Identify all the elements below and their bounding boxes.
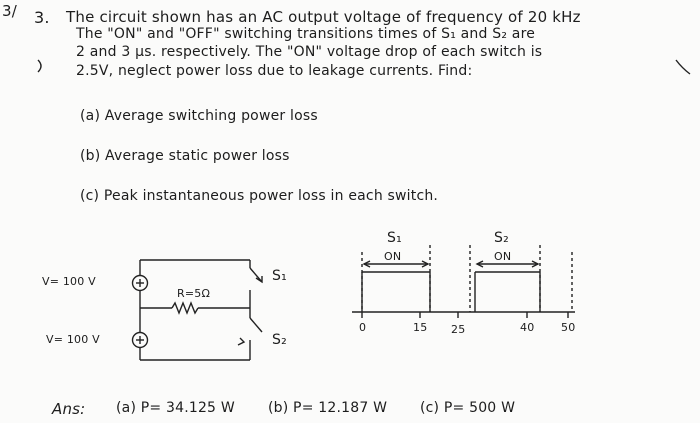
resistor-label: R=5Ω xyxy=(177,287,211,300)
switch-s2 xyxy=(249,317,263,333)
tick-50: 50 xyxy=(561,321,576,334)
answer-label: Ans: xyxy=(52,400,86,418)
tick-15: 15 xyxy=(413,321,428,334)
problem-line-4: 2.5V, neglect power loss due to leakage … xyxy=(76,63,473,79)
switch-s1 xyxy=(249,267,263,283)
corner-mark: 3/ xyxy=(2,2,17,20)
timing-s2-label: S₂ xyxy=(494,230,509,246)
answer-a: (a) P= 34.125 W xyxy=(116,400,235,416)
tick-40: 40 xyxy=(520,321,535,334)
problem-line-1: The circuit shown has an AC output volta… xyxy=(66,8,581,26)
s2-label: S₂ xyxy=(272,332,287,348)
part-b: (b) Average static power loss xyxy=(80,148,290,164)
problem-line-2: The "ON" and "OFF" switching transitions… xyxy=(76,26,536,42)
on-label-1: ON xyxy=(384,250,402,263)
margin-mark-right xyxy=(675,59,691,75)
part-c: (c) Peak instantaneous power loss in eac… xyxy=(80,188,439,204)
problem-number: 3. xyxy=(34,8,50,27)
part-a: (a) Average switching power loss xyxy=(80,108,318,124)
resistor-r xyxy=(171,301,199,315)
answer-b: (b) P= 12.187 W xyxy=(268,400,388,416)
tick-0: 0 xyxy=(359,321,367,334)
tick-25: 25 xyxy=(451,323,466,336)
problem-line-3: 2 and 3 μs. respectively. The "ON" volta… xyxy=(76,44,543,60)
on-label-2: ON xyxy=(494,250,512,263)
s1-label: S₁ xyxy=(272,268,287,284)
answer-c: (c) P= 500 W xyxy=(420,400,516,416)
voltage-bottom-label: V= 100 V xyxy=(46,333,100,346)
margin-mark-left xyxy=(37,59,42,73)
timing-s1-label: S₁ xyxy=(387,230,402,246)
voltage-top-label: V= 100 V xyxy=(42,275,96,288)
